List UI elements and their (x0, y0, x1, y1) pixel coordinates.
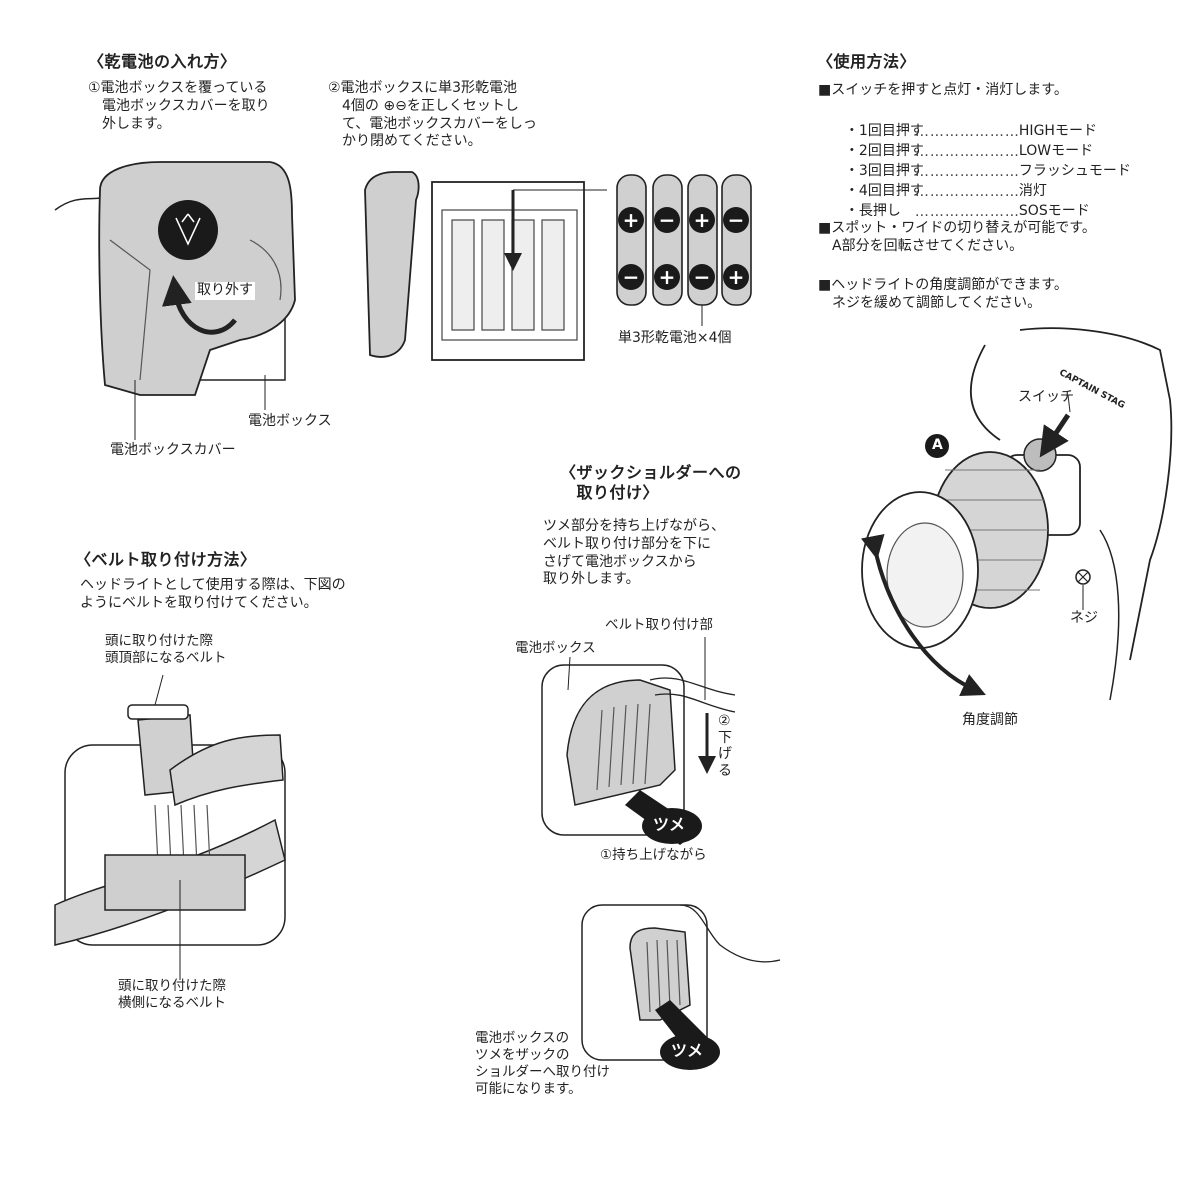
mode-value: LOWモード (1018, 143, 1094, 159)
lift-label: ①持ち上げながら (600, 847, 707, 863)
mode-press: ・長押し (844, 203, 901, 219)
svg-text:+: + (623, 208, 640, 232)
belt-top-label: 頭に取り付けた際 頭頂部になるベルト (105, 633, 227, 667)
belt-part-label: ベルト取り付け部 (605, 617, 713, 633)
mode-row-1: ・1回目押す……………………HIGHモード (836, 104, 1097, 140)
mode-press: ・3回目押す (844, 163, 924, 179)
svg-text:−: − (623, 265, 640, 289)
belt-attachment-illustration (54, 674, 286, 980)
svg-text:+: + (694, 208, 711, 232)
battery-install-heading: 〈乾電池の入れ方〉 (88, 52, 237, 71)
mode-press: ・1回目押す (844, 123, 924, 139)
mode-dots: …………………… (914, 204, 1019, 220)
screw-label: ネジ (1070, 610, 1098, 626)
shoulder-desc: ツメ部分を持ち上げながら、 ベルト取り付け部分を下に さげて電池ボックスから 取… (543, 518, 725, 588)
shoulder-heading: 〈ザックショルダーへの 取り付け〉 (560, 463, 742, 503)
svg-text:−: − (659, 208, 676, 232)
battery-step1-text: ①電池ボックスを覆っている 電池ボックスカバーを取り 外します。 (88, 80, 270, 132)
belt-desc: ヘッドライトとして使用する際は、下図の ようにベルトを取り付けてください。 (80, 577, 346, 611)
usage-heading: 〈使用方法〉 (817, 52, 917, 71)
svg-text:+: + (728, 265, 745, 289)
svg-text:+: + (659, 265, 676, 289)
battery-cover-illustration (54, 161, 296, 440)
shoulder-step1-illustration (541, 637, 736, 845)
battery-step2-text: ②電池ボックスに単3形乾電池 4個の ⊕⊖を正しくセットし て、電池ボックスカバ… (328, 80, 537, 150)
battery-box-open-illustration (364, 171, 607, 361)
shoulder-step2-illustration (581, 904, 781, 1070)
belt-side-label: 頭に取り付けた際 横側になるベルト (118, 978, 226, 1012)
headlamp-illustration (860, 327, 1173, 701)
battery-cover-label: 電池ボックスカバー (110, 442, 236, 458)
mode-value: SOSモード (1018, 203, 1090, 219)
switch-label: スイッチ (1018, 389, 1074, 405)
remove-label: 取り外す (195, 282, 255, 300)
mode-value: HIGHモード (1018, 123, 1097, 139)
svg-text:−: − (728, 208, 745, 232)
mode-press: ・4回目押す (844, 183, 924, 199)
shoulder-result-label: 電池ボックスの ツメをザックの ショルダーへ取り付け 可能になります。 (475, 1030, 610, 1098)
part-a-label: A (932, 437, 943, 453)
mode-value: 消灯 (1018, 183, 1047, 199)
battery-box-label: 電池ボックス (248, 413, 332, 429)
usage-intro: ■スイッチを押すと点灯・消灯します。 (818, 82, 1068, 98)
mode-row-3: ・3回目押す……………………フラッシュモード (836, 144, 1131, 180)
angle-label: 角度調節 (962, 712, 1018, 728)
belt-heading: 〈ベルト取り付け方法〉 (75, 550, 257, 569)
tsume-label-1: ツメ (653, 815, 686, 834)
mode-row-2: ・2回目押す……………………LOWモード (836, 124, 1093, 160)
mode-dots: …………………… (914, 124, 1019, 140)
shoulder-box-label: 電池ボックス (515, 640, 596, 656)
angle-adjust-text: ■ヘッドライトの角度調節ができます。 ネジを緩めて調節してください。 (818, 277, 1068, 311)
mode-value: フラッシュモード (1018, 163, 1131, 179)
tsume-label-2: ツメ (671, 1041, 704, 1060)
lower-label: ② 下 げ る (718, 713, 732, 779)
aa-batteries-illustration: +−+− −+−+ (616, 174, 752, 326)
spot-wide-text: ■スポット・ワイドの切り替えが可能です。 A部分を回転させてください。 (818, 220, 1096, 254)
svg-text:−: − (694, 265, 711, 289)
mode-dots: …………………… (914, 144, 1019, 160)
mode-row-5: ・長押し……………………SOSモード (836, 184, 1090, 220)
mode-dots: …………………… (914, 164, 1019, 180)
mode-dots: …………………… (914, 184, 1019, 200)
batteries-label: 単3形乾電池×4個 (618, 330, 732, 346)
mode-row-4: ・4回目押す……………………消灯 (836, 164, 1047, 200)
mode-press: ・2回目押す (844, 143, 924, 159)
